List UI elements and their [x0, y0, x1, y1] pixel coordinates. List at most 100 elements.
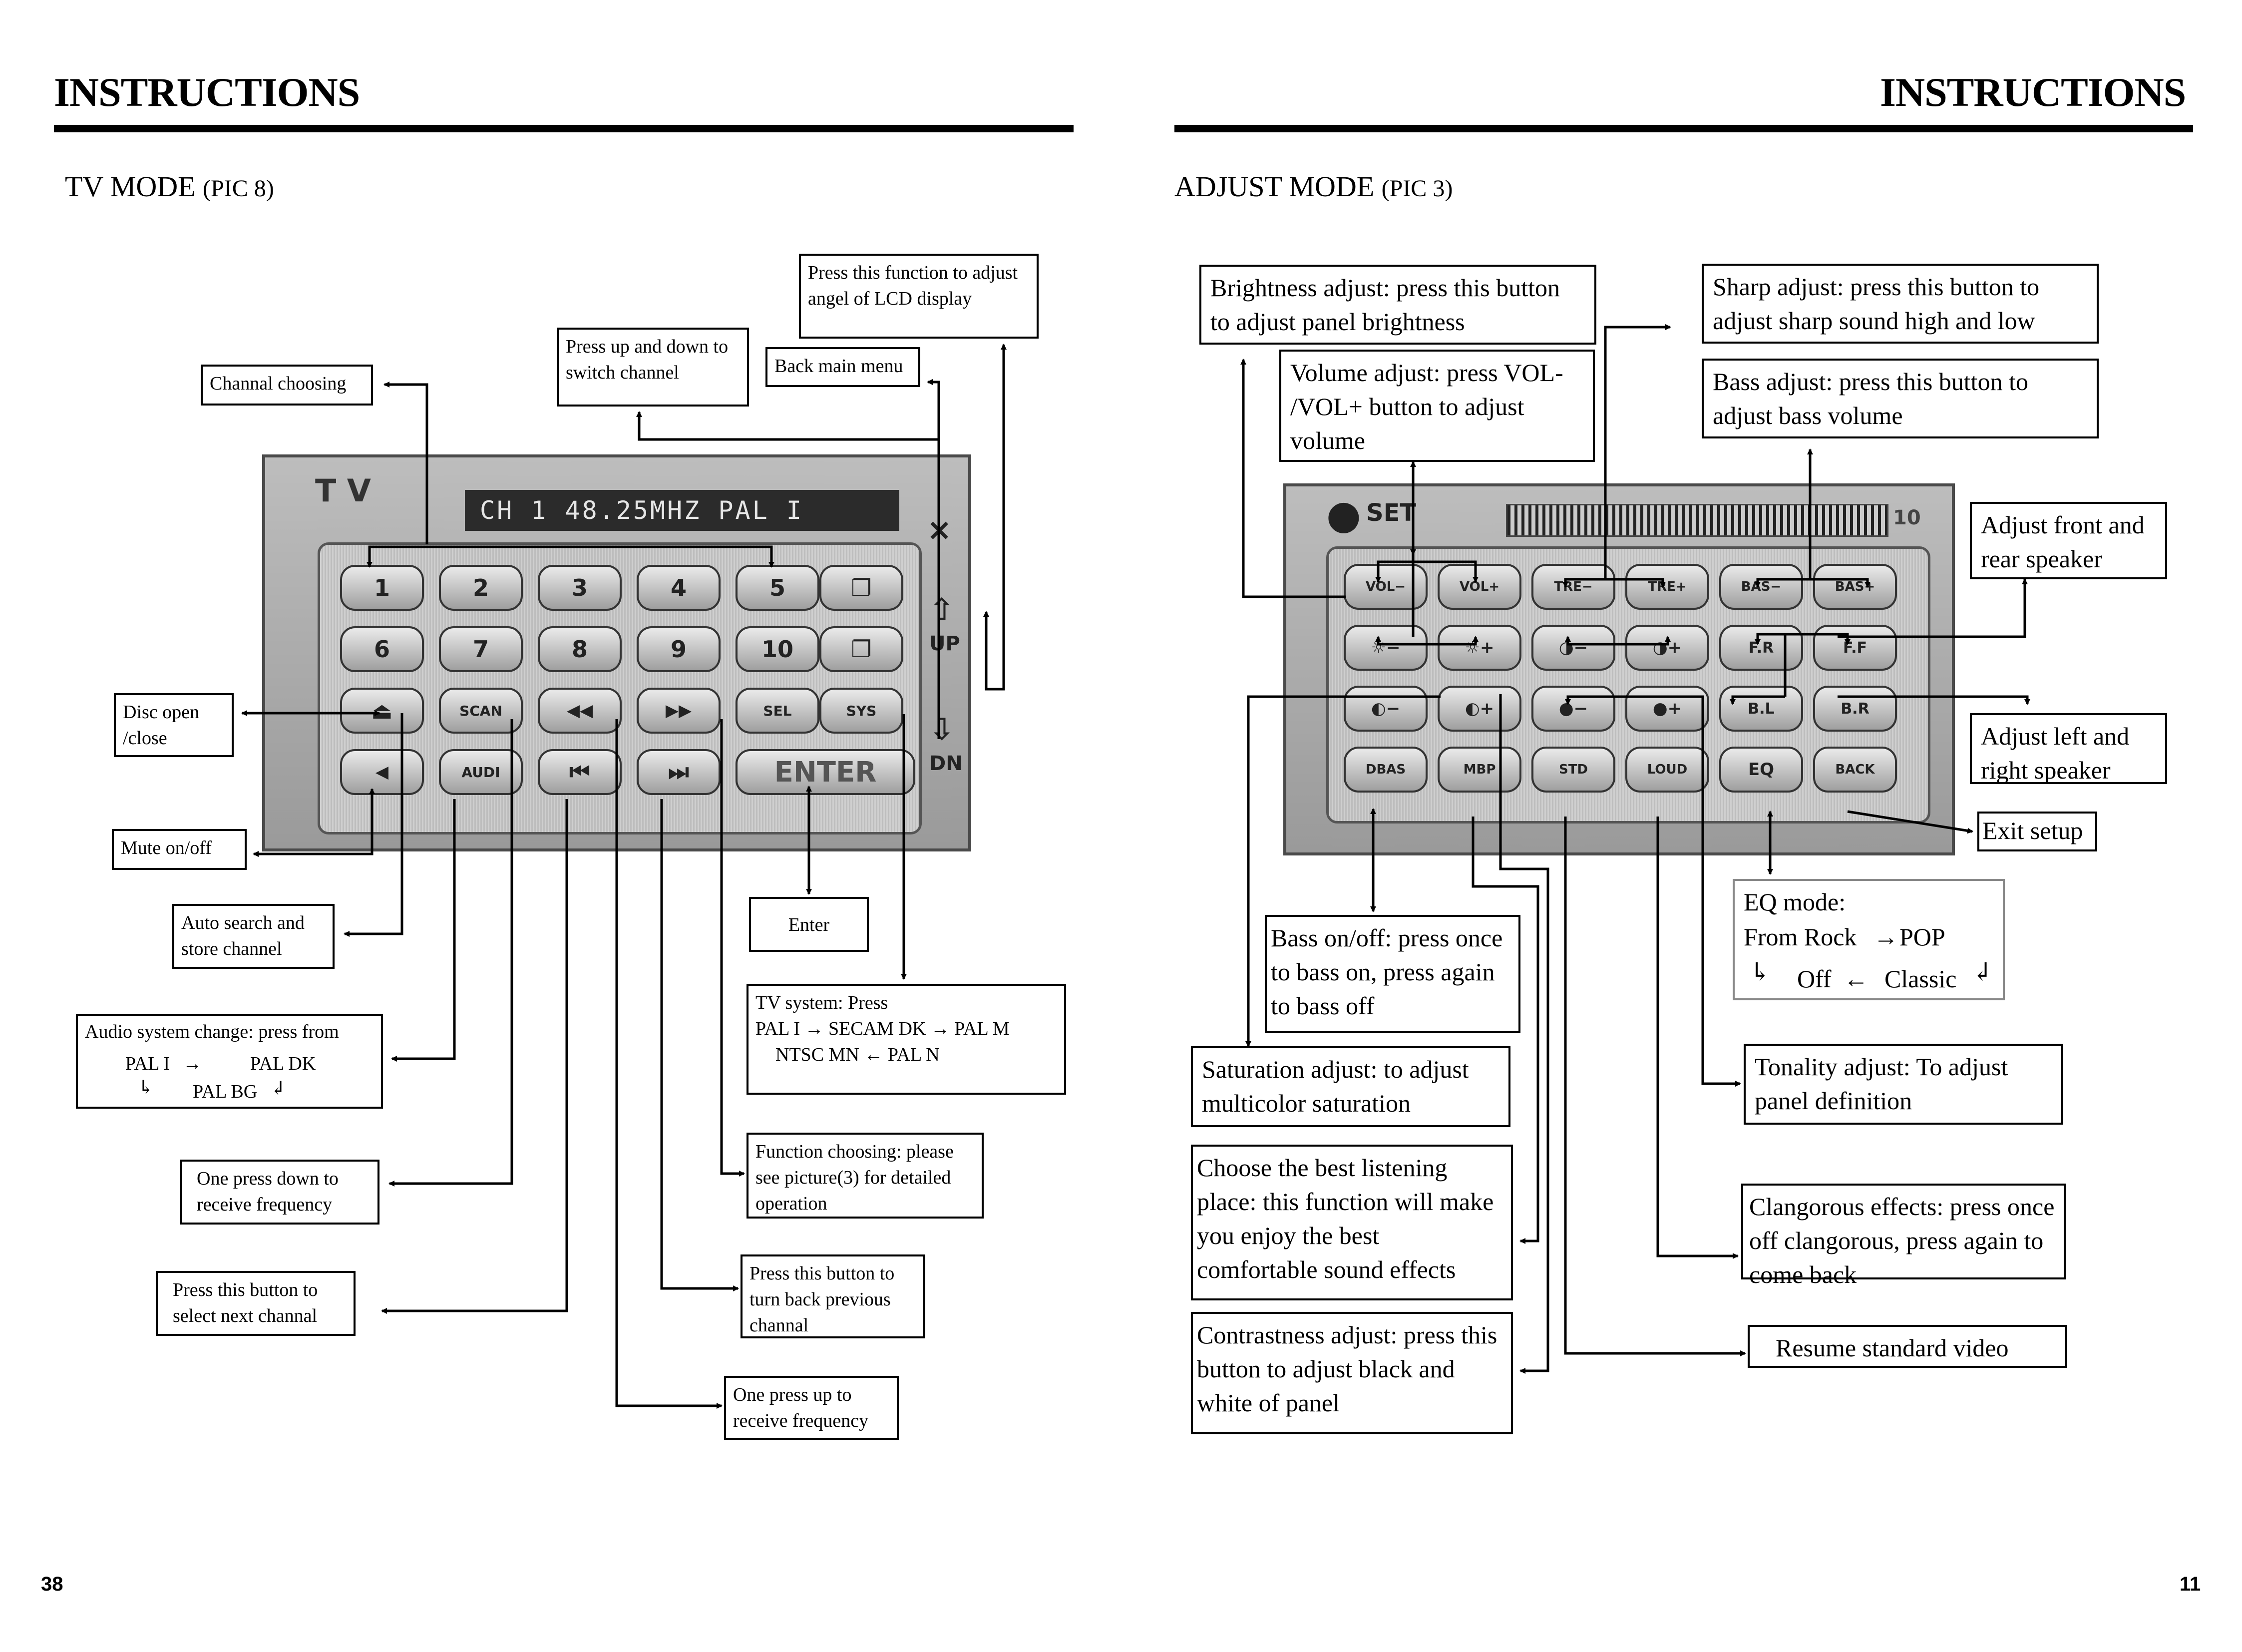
- bass-onoff-callout: Bass on/off: press once to bass on, pres…: [1265, 915, 1520, 1033]
- saturation-minus-button[interactable]: ◐−: [1344, 686, 1428, 732]
- eq-back-arrow-icon: ↲: [1972, 958, 1993, 986]
- mute-callout: Mute on/off: [112, 829, 247, 870]
- left-heading: INSTRUCTIONS: [54, 69, 360, 115]
- channel-8-button[interactable]: 8: [538, 626, 622, 672]
- leader-line: [927, 379, 940, 739]
- scan-button[interactable]: SCAN: [439, 688, 523, 734]
- leader-line: [1755, 519, 1812, 588]
- tv-mode-title: TV MODE (PIC 8): [65, 170, 274, 203]
- one-press-up-callout: One press up to receive frequency: [724, 1376, 899, 1440]
- mute-speaker-icon[interactable]: ◀: [340, 749, 424, 795]
- tonality-callout: Tonality adjust: To adjust panel definit…: [1744, 1044, 2063, 1125]
- leader-line: [1565, 695, 1623, 705]
- bas-plus-button[interactable]: BAS+: [1813, 564, 1897, 610]
- contrastness-callout: Contrastness adjust: press this button t…: [1191, 1312, 1513, 1434]
- leader-line: [1375, 636, 1441, 646]
- front-rear-fr-button[interactable]: F.R: [1719, 625, 1803, 671]
- channel-1-button[interactable]: 1: [340, 565, 424, 611]
- leader-line: [253, 799, 374, 857]
- leader-line: [1656, 817, 1739, 1259]
- tonality-minus-button[interactable]: ●−: [1531, 686, 1615, 732]
- set-gear-icon: ●: [1326, 491, 1361, 538]
- saturation-callout: Saturation adjust: to adjust multicolor …: [1191, 1046, 1510, 1127]
- resume-video-callout: Resume standard video: [1748, 1325, 2067, 1368]
- adjust-mode-title: ADJUST MODE (PIC 3): [1174, 170, 1453, 203]
- dbas-button[interactable]: DBAS: [1344, 747, 1428, 793]
- folder-open-icon[interactable]: ❐: [819, 626, 903, 672]
- brightness-plus-button[interactable]: ☼+: [1438, 625, 1521, 671]
- tv-mode-pic-ref: (PIC 8): [203, 175, 274, 202]
- sel-button[interactable]: SEL: [736, 688, 819, 734]
- leader-line: [1472, 817, 1539, 1244]
- next-track-icon[interactable]: ⏭: [637, 749, 721, 795]
- leader-line: [1785, 633, 1851, 645]
- leader-line: [391, 799, 456, 1062]
- folder-icon[interactable]: ❐: [819, 565, 903, 611]
- exit-setup-callout: Exit setup: [1977, 812, 2097, 851]
- left-right-bl-button[interactable]: B.L: [1719, 686, 1803, 732]
- right-page-number: 11: [2180, 1573, 2201, 1595]
- channel-7-button[interactable]: 7: [439, 626, 523, 672]
- channel-2-button[interactable]: 2: [439, 565, 523, 611]
- left-right-br-button[interactable]: B.R: [1813, 686, 1897, 732]
- leader-line: [1441, 636, 1479, 646]
- eq-rock: From Rock: [1744, 923, 1857, 951]
- down-arrow-icon[interactable]: ⇩: [929, 712, 955, 747]
- eq-mode-callout: EQ mode: From Rock → POP ↳ Off ← Classic…: [1733, 879, 2005, 1000]
- contrast-minus-button[interactable]: ◑−: [1531, 625, 1615, 671]
- leader-line: [1838, 578, 2028, 638]
- leader-line: [1413, 560, 1479, 583]
- channel-6-button[interactable]: 6: [340, 626, 424, 672]
- leader-line: [1604, 324, 1671, 554]
- vol-plus-button[interactable]: VOL+: [1438, 564, 1521, 610]
- left-page-number: 38: [41, 1573, 63, 1595]
- audi-button[interactable]: AUDI: [439, 749, 523, 795]
- eject-icon[interactable]: ⏏: [340, 688, 424, 734]
- tre-plus-button[interactable]: TRE+: [1625, 564, 1709, 610]
- leader-line: [1730, 695, 1785, 705]
- bas-minus-button[interactable]: BAS−: [1719, 564, 1803, 610]
- eq-mode-text: EQ mode:: [1744, 888, 1846, 916]
- loud-button[interactable]: LOUD: [1625, 747, 1709, 793]
- rewind-icon[interactable]: ◀◀: [538, 688, 622, 734]
- up-label: UP: [929, 632, 960, 655]
- channel-3-button[interactable]: 3: [538, 565, 622, 611]
- leader-line: [1838, 695, 2030, 705]
- audio-system-text: Audio system change: press from: [85, 1021, 339, 1042]
- leader-line: [636, 411, 939, 441]
- tre-minus-button[interactable]: TRE−: [1531, 564, 1615, 610]
- std-button[interactable]: STD: [1531, 747, 1615, 793]
- right-heading-rule: [1174, 125, 2193, 132]
- adjust-mode-title-text: ADJUST MODE: [1174, 170, 1375, 203]
- leader-line: [1605, 578, 1666, 588]
- enter-button[interactable]: ENTER: [736, 749, 915, 795]
- tv-mode-label: T V: [315, 472, 371, 509]
- channel-9-button[interactable]: 9: [637, 626, 721, 672]
- up-arrow-icon[interactable]: ⇧: [929, 592, 955, 627]
- leader-line: [381, 799, 568, 1314]
- switch-channel-callout: Press up and down to switch channel: [557, 328, 749, 407]
- sys-button[interactable]: SYS: [819, 688, 903, 734]
- channel-5-button[interactable]: 5: [736, 565, 819, 611]
- leader-line: [1245, 695, 1441, 1047]
- leader-line: [383, 382, 428, 544]
- left-right-callout: Adjust left and right speaker: [1970, 713, 2167, 784]
- function-choosing-callout: Function choosing: please see picture(3)…: [747, 1133, 984, 1219]
- back-button[interactable]: BACK: [1813, 747, 1897, 793]
- previous-track-icon[interactable]: ⏮: [538, 749, 622, 795]
- mbp-button[interactable]: MBP: [1438, 747, 1521, 793]
- fast-forward-icon[interactable]: ▶▶: [637, 688, 721, 734]
- tonality-plus-button[interactable]: ●+: [1625, 686, 1709, 732]
- eq-button[interactable]: EQ: [1719, 747, 1803, 793]
- tv-system-sequence-1: PAL I → SECAM DK → PAL M: [755, 1018, 1010, 1039]
- lcd-angle-callout: Press this function to adjust angel of L…: [799, 254, 1039, 339]
- leader-line: [1375, 560, 1413, 583]
- bass-adjust-callout: Bass adjust: press this button to adjust…: [1702, 359, 2099, 438]
- contrast-plus-button[interactable]: ◑+: [1625, 625, 1709, 671]
- channel-4-button[interactable]: 4: [637, 565, 721, 611]
- tv-mode-title-text: TV MODE: [65, 170, 196, 203]
- saturation-plus-button[interactable]: ◐+: [1438, 686, 1521, 732]
- set-label: SET: [1366, 499, 1417, 527]
- channel-10-button[interactable]: 10: [736, 626, 819, 672]
